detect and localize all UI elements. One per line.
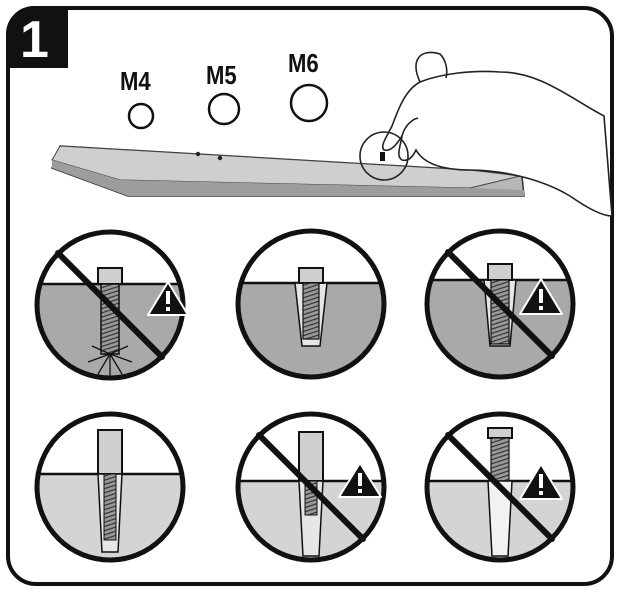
hole-m5 bbox=[207, 92, 241, 126]
magnify-circle bbox=[359, 131, 409, 181]
diagram-correct-embedded bbox=[238, 231, 384, 377]
warning-triangle-icon bbox=[519, 278, 563, 315]
prohibited-sign-icon bbox=[55, 250, 165, 360]
hole-m6 bbox=[289, 83, 329, 123]
prohibited-sign-icon bbox=[256, 432, 366, 542]
step-badge: 1 bbox=[6, 6, 68, 69]
base-plate-icon bbox=[51, 145, 525, 197]
warning-triangle-icon bbox=[147, 281, 189, 316]
size-label-m6: M6 bbox=[288, 48, 319, 78]
size-label-m4: M4 bbox=[120, 66, 151, 96]
warning-triangle-icon bbox=[519, 463, 563, 500]
warning-triangle-icon bbox=[338, 462, 382, 498]
step-number: 1 bbox=[20, 11, 49, 69]
size-label-m5: M5 bbox=[206, 60, 237, 90]
hole-m4 bbox=[127, 102, 155, 130]
prohibited-sign-icon bbox=[445, 249, 555, 359]
prohibited-sign-icon bbox=[445, 432, 555, 542]
diagram-correct-flush bbox=[37, 414, 183, 560]
hand-icon bbox=[381, 51, 613, 217]
